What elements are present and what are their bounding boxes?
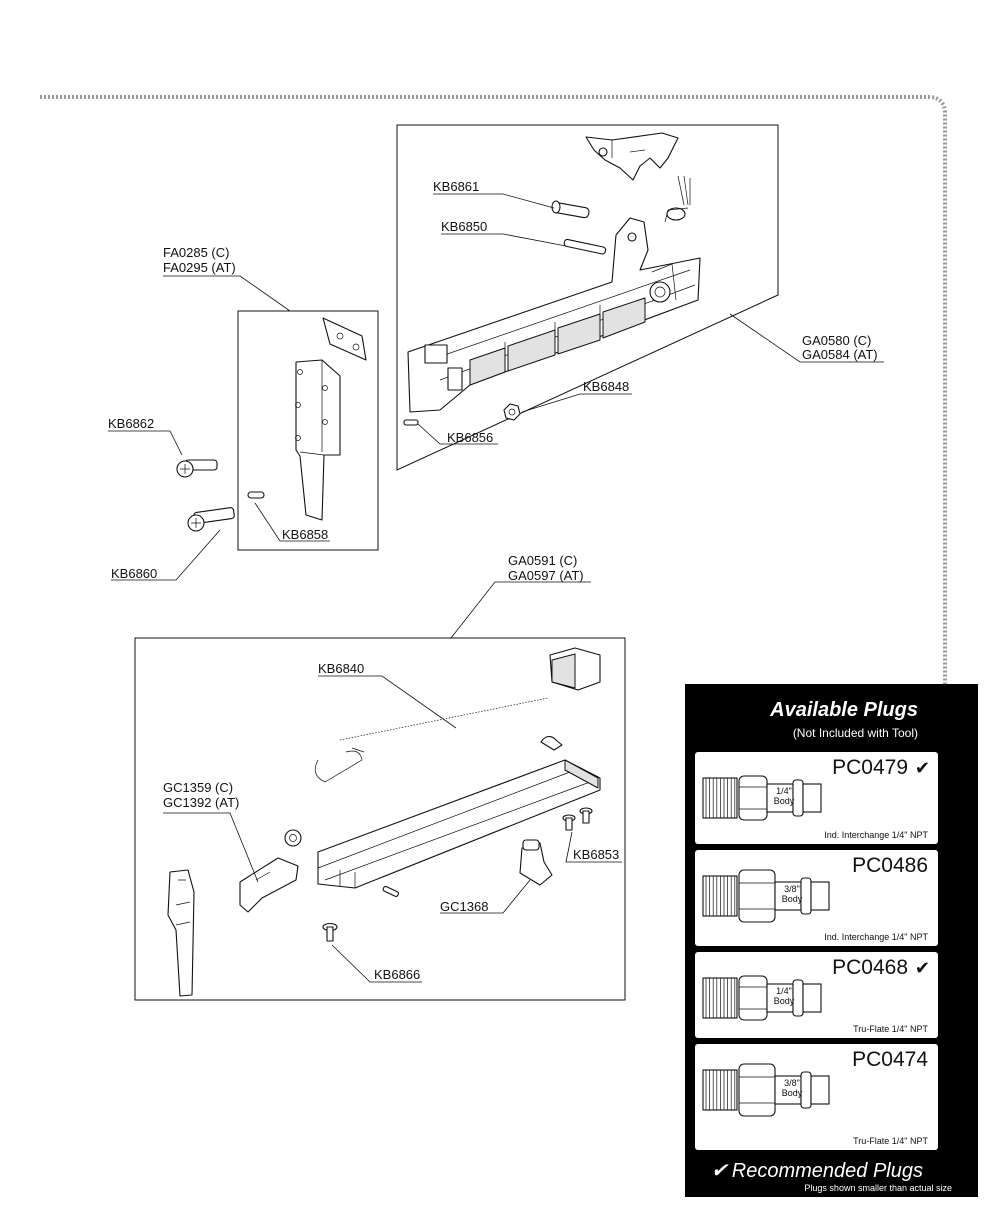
driver-blade-part <box>295 359 341 521</box>
guide-rail-part <box>317 759 601 889</box>
plug-body-word: Body <box>781 894 803 904</box>
label-kb6856: KB6856 <box>447 430 493 445</box>
plug-body-word: Body <box>781 1088 803 1098</box>
check-icon: ✔ <box>914 758 930 778</box>
plug-code: PC0474 <box>852 1048 928 1071</box>
label-kb6861: KB6861 <box>433 179 479 194</box>
label-kb6862: KB6862 <box>108 416 154 431</box>
end-cap-part <box>549 647 601 691</box>
spring-part <box>664 175 691 223</box>
plug-description: Ind. Interchange 1/4" NPT <box>824 830 928 840</box>
plug-code: PC0468✔ <box>832 956 930 979</box>
driver-box <box>237 310 379 551</box>
plug-body-size: 1/4"Body <box>769 986 799 1006</box>
latch-part <box>585 132 679 181</box>
plug-description: Tru-Flate 1/4" NPT <box>853 1024 928 1034</box>
screw-kb6862 <box>176 459 218 478</box>
pin-kb6858 <box>247 491 265 499</box>
nose-blade-part <box>167 869 195 997</box>
label-kb6848: KB6848 <box>583 379 629 394</box>
pusher-group: GA0591 (C) GA0597 (AT) KB6840 <box>134 553 626 1001</box>
recommended-plugs-label: ✔Recommended Plugs <box>711 1158 923 1183</box>
plug-drawing <box>702 975 822 1021</box>
plug-code: PC0486 <box>852 854 928 877</box>
magazine-frame-group: KB6861 KB6850 GA0580 (C) GA0584 (AT) KB6… <box>396 124 884 471</box>
label-kb6853: KB6853 <box>573 847 619 862</box>
plug-description: Ind. Interchange 1/4" NPT <box>824 932 928 942</box>
pin-kb6850 <box>563 238 607 255</box>
pusher-box <box>134 637 626 1001</box>
label-kb6866: KB6866 <box>374 967 420 982</box>
label-kb6840: KB6840 <box>318 661 364 676</box>
plugs-title: Available Plugs <box>770 699 918 721</box>
plug-body-word: Body <box>773 796 795 806</box>
magazine-frame-box <box>396 124 779 471</box>
latch-gc1359 <box>239 857 299 913</box>
plug-body-size-value: 1/4" <box>776 786 792 796</box>
plug-body-size: 3/8"Body <box>777 1078 807 1098</box>
pusher-gc1368 <box>519 839 553 886</box>
screws-kb6853 <box>562 807 593 831</box>
plug-body-size-value: 3/8" <box>784 1078 800 1088</box>
label-kb6858: KB6858 <box>282 527 328 542</box>
label-ga0580: GA0580 (C) <box>802 333 871 348</box>
label-ga0591: GA0591 (C) <box>508 553 577 568</box>
plug-body-size-value: 3/8" <box>784 884 800 894</box>
driver-group: FA0285 (C) FA0295 (AT) KB6858 KB <box>108 245 379 581</box>
recommended-plugs-text: Recommended Plugs <box>731 1160 923 1182</box>
plug-body-size-value: 1/4" <box>776 986 792 996</box>
label-kb6850: KB6850 <box>441 219 487 234</box>
label-fa0285: FA0285 (C) <box>163 245 229 260</box>
driver-bracket-part <box>322 317 367 361</box>
pin-kb6861 <box>551 200 590 219</box>
label-gc1392: GC1392 (AT) <box>163 795 239 810</box>
spring-kb6840 <box>314 697 549 783</box>
plug-body-size: 3/8"Body <box>777 884 807 904</box>
label-kb6860: KB6860 <box>111 566 157 581</box>
label-ga0597: GA0597 (AT) <box>508 568 584 583</box>
pin-kb6856 <box>403 419 419 426</box>
available-plugs-panel: Available Plugs (Not Included with Tool)… <box>685 684 978 1197</box>
plugs-subtitle: (Not Included with Tool) <box>792 726 918 740</box>
magazine-frame-body <box>407 217 701 413</box>
clip-part <box>540 735 563 751</box>
check-icon: ✔ <box>711 1160 728 1182</box>
plug-body-size: 1/4"Body <box>769 786 799 806</box>
dotted-frame-line <box>40 95 947 1066</box>
plug-drawing <box>702 869 830 923</box>
label-fa0295: FA0295 (AT) <box>163 260 236 275</box>
screw-kb6866 <box>322 922 338 942</box>
plug-drawing <box>702 1063 830 1117</box>
plug-body-word: Body <box>773 996 795 1006</box>
plug-description: Tru-Flate 1/4" NPT <box>853 1136 928 1146</box>
small-pin-part <box>382 885 399 897</box>
plug-code: PC0479✔ <box>832 756 930 779</box>
nut-kb6848 <box>503 403 521 421</box>
check-icon: ✔ <box>914 958 930 978</box>
label-gc1359: GC1359 (C) <box>163 780 233 795</box>
nut-part <box>284 829 302 847</box>
screw-kb6860 <box>187 507 235 532</box>
label-gc1368: GC1368 <box>440 899 488 914</box>
plugs-footnote: Plugs shown smaller than actual size <box>804 1183 952 1193</box>
label-ga0584: GA0584 (AT) <box>802 347 878 362</box>
plug-drawing <box>702 775 822 821</box>
